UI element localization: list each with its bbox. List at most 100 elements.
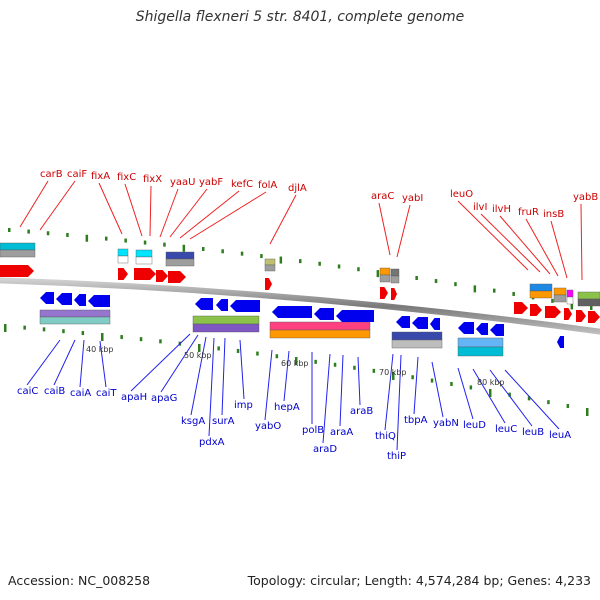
inner-tick-mark <box>159 339 162 344</box>
inner-tick-mark <box>411 375 414 380</box>
forward-leader-line <box>98 182 123 235</box>
inner-tick-mark <box>586 408 589 416</box>
outer-tick-mark <box>590 306 593 310</box>
forward-leader-line <box>378 202 391 256</box>
genome-summary-text: Topology: circular; Length: 4,574,284 bp… <box>247 573 591 588</box>
feature-bar-bottom <box>165 258 195 267</box>
reverse-leader-line <box>384 353 394 431</box>
feature-bar-bottom <box>135 256 153 265</box>
outer-tick-mark <box>85 234 89 242</box>
reverse-gene-label: araB <box>350 406 373 417</box>
reverse-leader-line <box>99 340 107 388</box>
reverse-leader-line <box>457 367 474 420</box>
forward-gene-arrow <box>391 288 397 300</box>
reverse-leader-line <box>130 333 191 392</box>
outer-tick-mark <box>434 279 438 284</box>
reverse-gene-arrow <box>490 324 504 336</box>
forward-gene-label: fixX <box>143 174 162 185</box>
forward-leader-line <box>149 185 152 237</box>
forward-gene-label: caiF <box>67 169 87 180</box>
forward-gene-arrow <box>134 268 156 280</box>
forward-gene-arrow <box>588 311 600 323</box>
feature-bar-bottom <box>192 323 260 333</box>
forward-leader-line <box>580 203 583 281</box>
outer-tick-mark <box>163 242 166 247</box>
scale-label: 40 kbp <box>86 345 114 354</box>
forward-gene-label: insB <box>543 209 564 220</box>
forward-gene-label: carB <box>40 169 63 180</box>
reverse-leader-line <box>264 349 273 421</box>
feature-bar-top <box>577 291 600 300</box>
inner-tick-mark <box>314 359 317 364</box>
reverse-leader-line <box>489 369 533 427</box>
reverse-gene-label: caiB <box>44 386 65 397</box>
forward-leader-line <box>550 220 568 279</box>
forward-gene-label: yaaU <box>170 177 196 188</box>
accession-text: Accession: NC_008258 <box>8 573 151 588</box>
reverse-gene-label: apaG <box>151 393 177 404</box>
forward-gene-arrow <box>380 287 388 299</box>
forward-gene-label: kefC <box>231 179 253 190</box>
feature-bar-top <box>379 267 391 276</box>
forward-gene-arrow <box>514 302 528 314</box>
inner-tick-mark <box>295 357 298 365</box>
reverse-gene-label: yabN <box>433 418 459 429</box>
reverse-gene-arrow <box>272 306 312 318</box>
forward-gene-arrow <box>0 265 34 277</box>
forward-leader-line <box>159 188 179 238</box>
inner-tick-mark <box>236 348 240 353</box>
reverse-leader-line <box>413 356 419 415</box>
inner-tick-mark <box>275 354 279 359</box>
inner-tick-mark <box>372 368 376 373</box>
inner-tick-mark <box>81 331 85 336</box>
feature-bar-bottom <box>269 329 371 339</box>
feature-bar-bottom <box>553 294 567 303</box>
genome-title: Shigella flexneri 5 str. 8401, complete … <box>135 9 465 25</box>
reverse-leader-line <box>357 356 361 406</box>
feature-bar-bottom <box>577 298 600 307</box>
feature-bar-top <box>553 287 567 296</box>
outer-tick-mark <box>8 228 11 232</box>
forward-gene-label: fixC <box>117 172 136 183</box>
outer-tick-mark <box>493 288 496 293</box>
inner-tick-mark <box>23 325 26 330</box>
reverse-gene-label: leuA <box>549 430 571 441</box>
forward-leader-line <box>189 191 267 240</box>
outer-tick-mark <box>473 285 477 293</box>
outer-tick-mark <box>221 249 224 254</box>
reverse-gene-label: polB <box>302 425 324 436</box>
reverse-gene-label: thiQ <box>375 431 396 442</box>
forward-gene-label: yabI <box>402 193 423 204</box>
reverse-gene-label: imp <box>234 400 253 411</box>
forward-gene-label: ilvI <box>473 202 487 213</box>
reverse-leader-line <box>190 336 207 416</box>
outer-tick-mark <box>182 244 186 252</box>
forward-gene-arrow <box>530 304 542 316</box>
inner-tick-mark <box>120 335 123 340</box>
outer-tick-mark <box>512 291 515 296</box>
feature-bar-top <box>165 251 195 260</box>
reverse-leader-line <box>339 354 344 427</box>
forward-leader-line <box>525 218 559 277</box>
reverse-gene-arrow <box>56 293 72 305</box>
forward-gene-arrow <box>118 268 128 280</box>
reverse-gene-arrow <box>458 322 474 334</box>
forward-gene-label: ilvH <box>492 204 511 215</box>
reverse-leader-line <box>160 334 199 393</box>
inner-tick-mark <box>217 346 220 351</box>
feature-bar-top <box>566 289 574 298</box>
inner-tick-mark <box>450 381 453 386</box>
reverse-leader-line <box>221 337 226 416</box>
inner-tick-mark <box>430 378 434 383</box>
reverse-leader-line <box>79 339 85 388</box>
feature-bar-bottom <box>390 275 400 284</box>
forward-gene-arrow <box>545 306 561 318</box>
reverse-gene-arrow <box>230 300 260 312</box>
inner-tick-mark <box>4 324 7 332</box>
outer-tick-mark <box>143 240 147 245</box>
forward-gene-label: yabF <box>199 177 223 188</box>
outer-tick-mark <box>299 259 302 264</box>
forward-gene-arrow <box>265 278 272 290</box>
reverse-gene-arrow <box>396 316 410 328</box>
